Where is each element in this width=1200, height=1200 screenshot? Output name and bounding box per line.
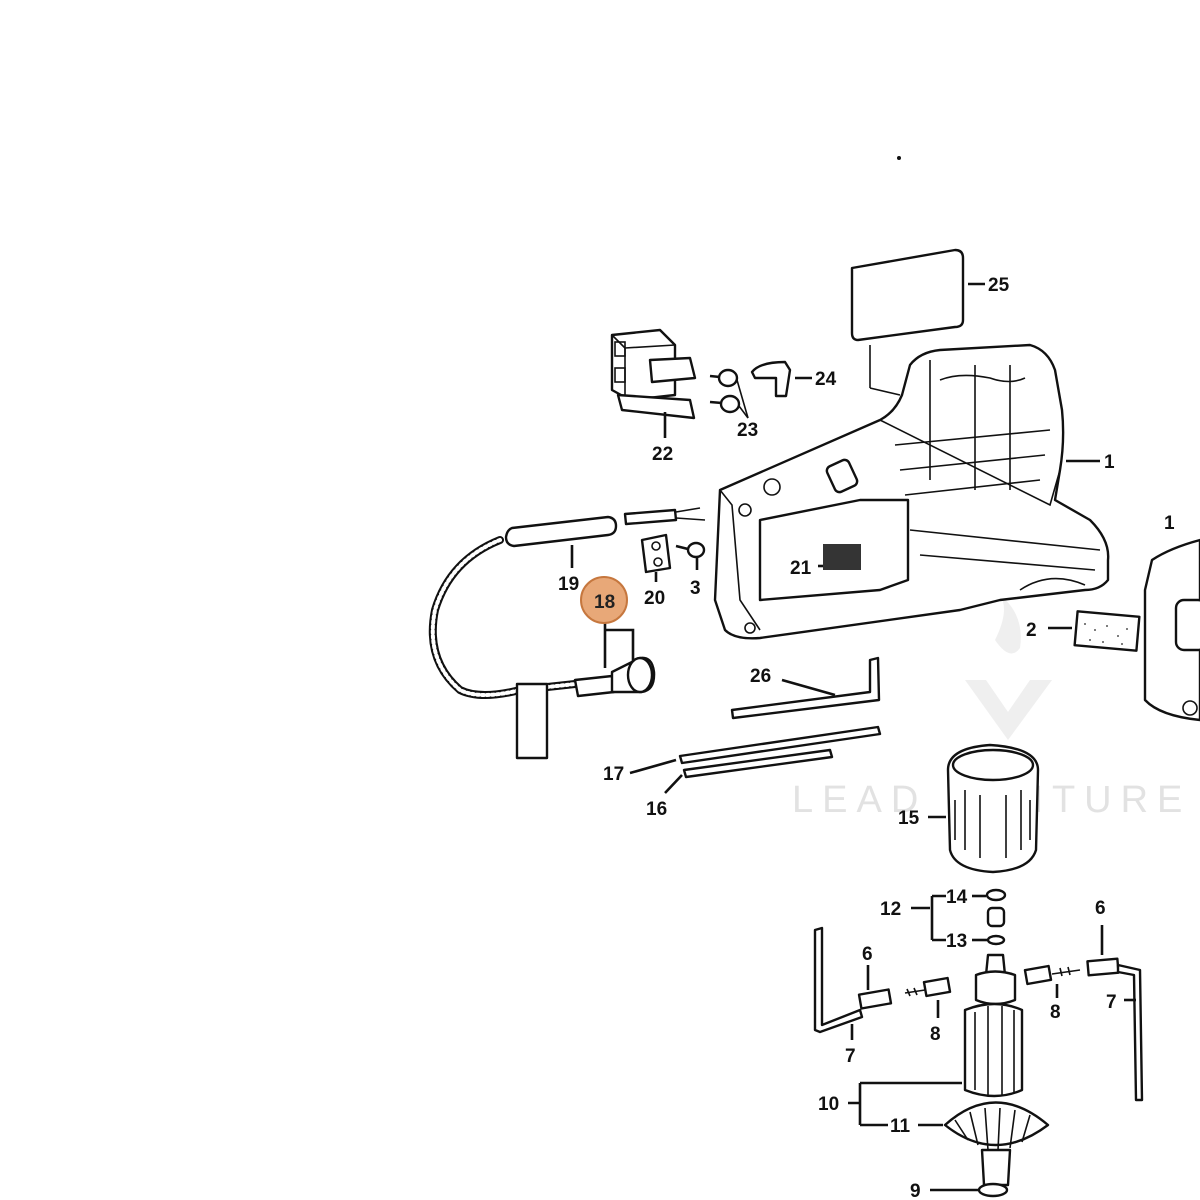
callout-7-left: 7	[845, 1046, 856, 1067]
callout-7-right: 7	[1106, 992, 1117, 1013]
callout-21: 21	[790, 558, 812, 579]
part-16-cable[interactable]: 16	[646, 748, 834, 820]
part-3-screw[interactable]: 3	[675, 541, 706, 599]
callout-24: 24	[815, 369, 837, 390]
callout-18[interactable]: 18	[594, 592, 615, 613]
callout-17: 17	[603, 764, 624, 785]
callout-1-right: 1	[1164, 513, 1175, 534]
watermark-logo-icon	[965, 595, 1052, 740]
part-24-clip[interactable]: 24	[750, 360, 837, 398]
callout-26: 26	[750, 666, 771, 687]
part-10-armature[interactable]: 10 11	[818, 953, 1050, 1187]
callout-16: 16	[646, 799, 667, 820]
part-15-field-stator[interactable]: 15	[898, 743, 1040, 874]
part-26-hex-key[interactable]: 26	[730, 656, 881, 720]
part-2-foam-pad[interactable]: 2	[1026, 610, 1141, 652]
part-21-inner-panel[interactable]: 21	[758, 498, 910, 602]
callout-10: 10	[818, 1094, 839, 1115]
callout-11: 11	[890, 1116, 911, 1137]
power-cord[interactable]	[428, 536, 579, 760]
callout-12: 12	[880, 899, 901, 920]
callout-6-left: 6	[862, 944, 873, 965]
part-25-label-plate[interactable]: 25	[850, 248, 1010, 342]
highlight-circle	[580, 576, 628, 624]
stray-mark	[897, 156, 901, 160]
callout-2: 2	[1026, 620, 1037, 641]
callout-23: 23	[737, 420, 758, 441]
part-1-housing-half[interactable]: 1	[1143, 513, 1200, 722]
callout-13: 13	[946, 931, 967, 952]
part-19-cable-sleeve[interactable]: 19	[504, 507, 706, 595]
part-23-screws[interactable]: 23	[709, 368, 758, 441]
callout-3: 3	[690, 578, 701, 599]
callout-9: 9	[910, 1181, 921, 1200]
callout-8-right: 8	[1050, 1002, 1061, 1023]
callout-19: 19	[558, 574, 579, 595]
part-22-switch[interactable]: 22	[610, 328, 697, 465]
part-9-washer[interactable]: 9	[910, 1181, 1009, 1200]
parts-12-14-bearing-group[interactable]: 12 14 13	[880, 887, 1007, 952]
callout-25: 25	[988, 275, 1010, 296]
callout-8-left: 8	[930, 1024, 941, 1045]
part-20-cable-clamp[interactable]: 20	[640, 533, 672, 609]
callout-6-right: 6	[1095, 898, 1106, 919]
left-brush-assembly[interactable]: 6 7 8	[813, 926, 952, 1067]
callout-1-upper: 1	[1104, 452, 1115, 473]
right-brush-assembly[interactable]: 6 7 8	[1023, 898, 1144, 1102]
callout-22: 22	[652, 444, 673, 465]
callout-20: 20	[644, 588, 665, 609]
part-17-cable[interactable]: 17	[603, 725, 882, 785]
callout-14: 14	[946, 887, 968, 908]
callout-15: 15	[898, 808, 920, 829]
part-18-cord-protector[interactable]: 18	[573, 576, 656, 698]
